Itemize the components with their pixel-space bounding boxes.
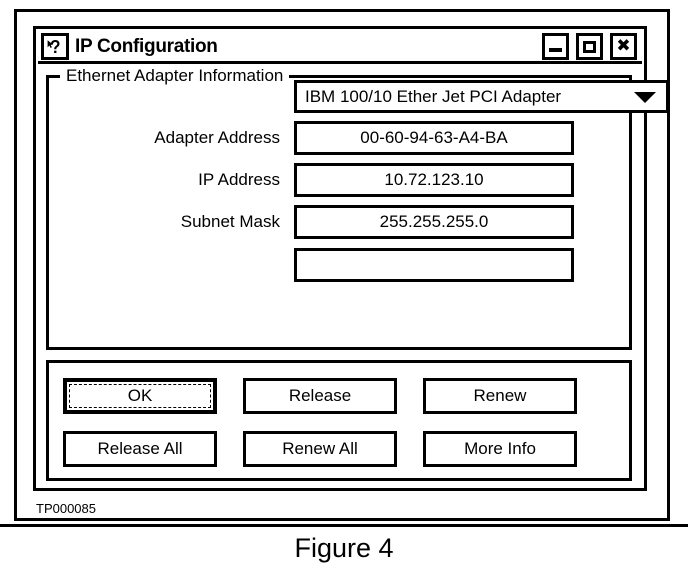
ok-button[interactable]: OK [63,378,217,414]
ok-button-label: OK [127,386,153,405]
ip-address-field[interactable]: 10.72.123.10 [294,163,574,197]
renew-button[interactable]: Renew [423,378,577,414]
figure-outer-border [14,9,670,521]
window-title: IP Configuration [75,36,218,57]
chevron-down-icon[interactable] [634,92,656,103]
renew-all-button[interactable]: Renew All [243,431,397,467]
adapter-address-label: Adapter Address [154,128,280,147]
minimize-icon [549,48,562,52]
subnet-mask-field[interactable]: 255.255.255.0 [294,205,574,239]
release-button[interactable]: Release [243,378,397,414]
unlabeled-field[interactable] [294,248,574,282]
field-row-unlabeled [49,248,635,282]
adapter-select[interactable]: IBM 100/10 Ether Jet PCI Adapter [294,80,669,113]
release-all-button[interactable]: Release All [63,431,217,467]
title-bar: IP Configuration ✖ [38,31,642,64]
help-pointer-icon[interactable] [41,33,69,60]
figure-divider [0,524,688,527]
button-panel: OK Release Renew Release All Renew All M… [46,360,632,481]
more-info-button[interactable]: More Info [423,431,577,467]
ethernet-adapter-information-group: Ethernet Adapter Information IBM 100/10 … [46,66,669,350]
minimize-button[interactable] [542,33,569,60]
figure-id-label: TP000085 [36,501,96,516]
field-row-ip-address: IP Address 10.72.123.10 [49,163,635,197]
subnet-mask-label: Subnet Mask [180,212,280,231]
ip-configuration-window: IP Configuration ✖ Ethernet Adapter Info… [33,26,669,491]
figure-caption: Figure 4 [294,533,394,563]
adapter-select-value: IBM 100/10 Ether Jet PCI Adapter [305,87,562,106]
unlabeled-field-label [49,248,280,282]
maximize-button[interactable] [576,33,603,60]
close-icon: ✖ [616,36,631,56]
group-box-label: Ethernet Adapter Information [60,66,290,86]
maximize-icon [583,40,596,53]
adapter-address-field[interactable]: 00-60-94-63-A4-BA [294,121,574,155]
field-row-adapter-address: Adapter Address 00-60-94-63-A4-BA [49,121,635,155]
field-row-subnet-mask: Subnet Mask 255.255.255.0 [49,205,635,239]
close-button[interactable]: ✖ [610,33,637,60]
ip-address-label: IP Address [198,170,280,189]
